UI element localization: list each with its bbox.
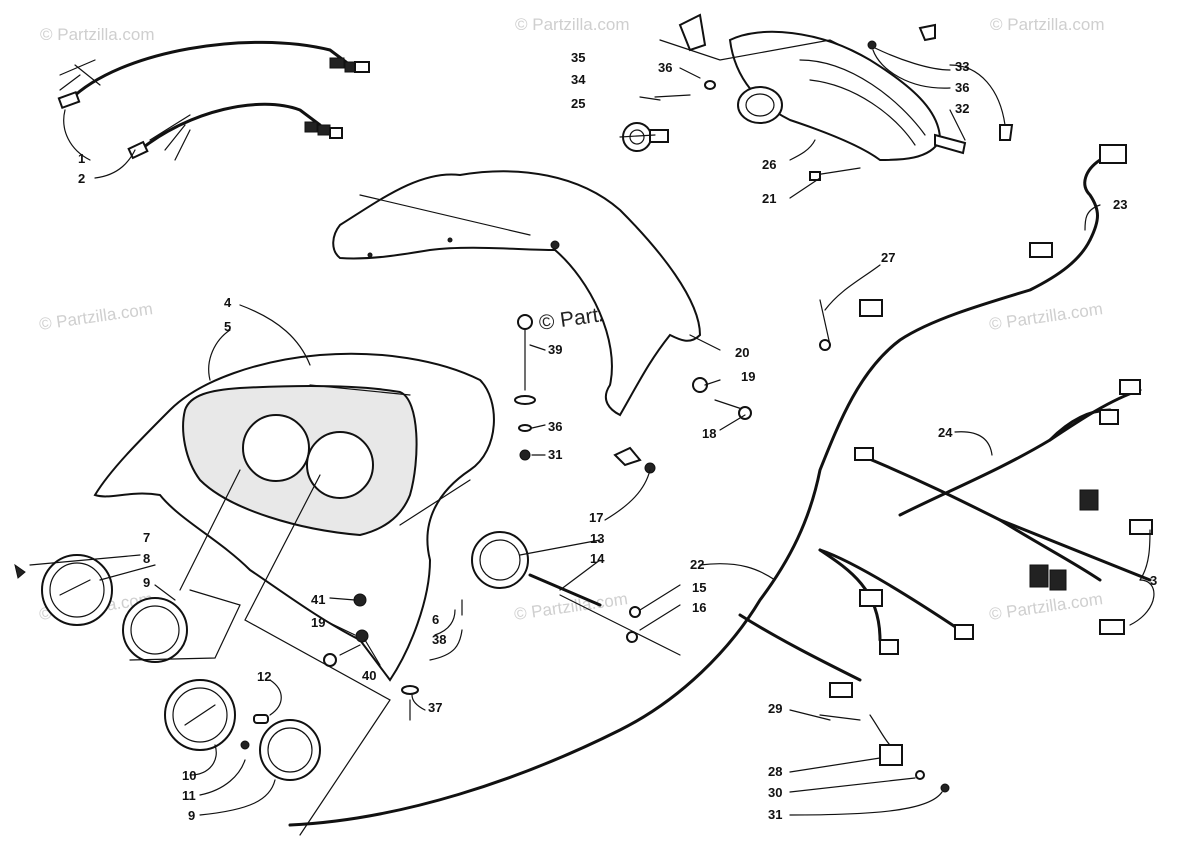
callout-20: 20 (735, 345, 749, 360)
callout-32: 32 (955, 101, 969, 116)
headlight-hardware (654, 23, 1014, 181)
callout-6: 6 (432, 612, 439, 627)
callout-33: 33 (955, 59, 969, 74)
callout-4: 4 (224, 295, 232, 310)
watermark: © Partzilla.com (513, 589, 629, 624)
callout-40: 40 (362, 668, 376, 683)
watermark: © Partzilla.com (988, 589, 1104, 624)
callout-13: 13 (590, 531, 604, 546)
callout-17: 17 (589, 510, 603, 525)
secondary-wiring-harness (854, 379, 1153, 635)
callout-38: 38 (432, 632, 446, 647)
switch-28 (819, 714, 950, 793)
callout-labels: 1 2 3 4 5 6 7 8 9 9 10 11 12 13 14 15 16… (78, 50, 1157, 823)
callout-41: 41 (311, 592, 325, 607)
callout-15: 15 (692, 580, 706, 595)
speedometer-bezel (122, 597, 188, 663)
speedometer-gauge (14, 554, 113, 626)
callout-2: 2 (78, 171, 85, 186)
small-harness-1 (57, 40, 370, 110)
callout-3: 3 (1150, 573, 1157, 588)
callout-25: 25 (571, 96, 585, 111)
callout-28: 28 (768, 764, 782, 779)
callout-9a: 9 (143, 575, 150, 590)
callout-36b: 36 (955, 80, 969, 95)
callout-24: 24 (938, 425, 953, 440)
callout-9b: 9 (188, 808, 195, 823)
callout-23: 23 (1113, 197, 1127, 212)
watermark: © Partzilla.com (988, 299, 1104, 334)
callout-31a: 31 (548, 447, 562, 462)
gauge-ring-13 (471, 531, 529, 589)
tachometer-gauge (164, 679, 250, 751)
small-harness-2 (127, 102, 343, 161)
callout-31b: 31 (768, 807, 782, 822)
callout-1: 1 (78, 151, 85, 166)
watermark: © Partzilla.com (40, 25, 155, 44)
callout-26: 26 (762, 157, 776, 172)
watermark: © Partzilla.com (38, 299, 154, 334)
throttle-cable (528, 573, 681, 656)
callout-7: 7 (143, 530, 150, 545)
callout-18: 18 (702, 426, 716, 441)
callout-30: 30 (768, 785, 782, 800)
callout-10: 10 (182, 768, 196, 783)
bulb-12 (253, 714, 269, 724)
callout-35: 35 (571, 50, 585, 65)
callout-19b: 19 (311, 615, 325, 630)
mount-hardware (323, 314, 752, 721)
callout-21: 21 (762, 191, 776, 206)
dash-console (93, 352, 495, 682)
callout-39: 39 (548, 342, 562, 357)
watermark: © Partzilla.com (515, 15, 630, 34)
watermark: © Partzilla.com (990, 15, 1105, 34)
callout-5: 5 (224, 319, 231, 334)
windshield (332, 170, 702, 417)
leader-lines (29, 39, 1155, 836)
callout-16: 16 (692, 600, 706, 615)
callout-12: 12 (257, 669, 271, 684)
callout-27: 27 (881, 250, 895, 265)
callout-34: 34 (571, 72, 586, 87)
callout-22: 22 (690, 557, 704, 572)
callout-29: 29 (768, 701, 782, 716)
callout-37: 37 (428, 700, 442, 715)
headlight-housing (678, 13, 942, 162)
callout-19a: 19 (741, 369, 755, 384)
callout-11: 11 (182, 788, 196, 803)
callout-8: 8 (143, 551, 150, 566)
callout-36a: 36 (658, 60, 672, 75)
callout-14: 14 (590, 551, 605, 566)
callout-36c: 36 (548, 419, 562, 434)
tachometer-bezel (259, 719, 321, 781)
main-wiring-harness (288, 144, 1127, 827)
